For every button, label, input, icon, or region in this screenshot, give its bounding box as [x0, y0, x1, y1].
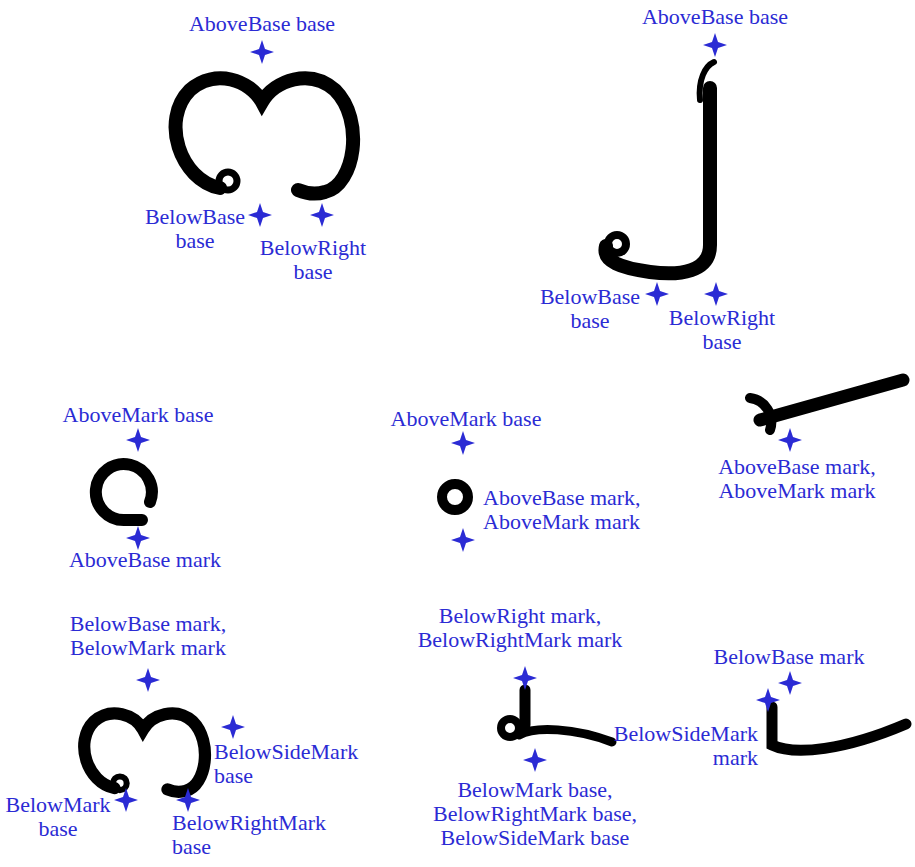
mark-glyph — [750, 380, 903, 430]
base-glyph — [605, 62, 714, 273]
anchor-label: BelowRight base — [662, 306, 782, 354]
anchor-star — [248, 203, 272, 227]
anchor-star — [136, 668, 160, 692]
anchor-star — [523, 748, 547, 772]
anchor-star — [176, 788, 200, 812]
anchor-label: BelowRightMark base — [172, 811, 337, 859]
anchor-label: BelowBase base — [533, 285, 648, 333]
mark-glyph — [96, 464, 152, 520]
mark-glyph — [84, 713, 205, 791]
anchor-label: AboveBase mark, AboveMark mark — [483, 486, 658, 534]
anchor-label: BelowMark base — [4, 793, 112, 841]
anchor-label: AboveBase mark — [45, 548, 245, 572]
anchor-label: AboveMark base — [366, 407, 566, 431]
anchor-label: BelowBase mark — [689, 645, 889, 669]
anchor-star — [778, 671, 802, 695]
anchor-label: AboveMark base — [38, 403, 238, 427]
anchor-star — [114, 788, 138, 812]
anchor-star — [704, 282, 728, 306]
anchor-star — [451, 431, 475, 455]
anchor-star — [221, 715, 245, 739]
anchor-label: AboveBase base — [615, 5, 815, 29]
anchor-star — [513, 666, 537, 690]
anchor-label: BelowRight mark, BelowRightMark mark — [408, 604, 633, 652]
anchor-label: BelowBase mark, BelowMark mark — [58, 612, 238, 660]
anchor-label: AboveBase base — [162, 12, 362, 36]
anchor-label: BelowMark base, BelowRightMark base, Bel… — [428, 778, 643, 851]
anchor-star — [126, 428, 150, 452]
anchor-label: BelowRight base — [253, 236, 373, 284]
anchor-label: BelowSideMark mark — [610, 722, 758, 770]
anchor-star — [451, 528, 475, 552]
anchor-star — [250, 40, 274, 64]
anchor-label: AboveBase mark, AboveMark mark — [710, 455, 885, 503]
mark-glyph — [501, 690, 612, 742]
anchor-label: BelowSideMark base — [214, 740, 374, 788]
mark-glyph — [442, 484, 468, 510]
anchor-star — [126, 526, 150, 550]
anchor-star — [310, 203, 334, 227]
anchor-star — [645, 282, 669, 306]
anchor-label: BelowBase base — [138, 205, 253, 253]
anchor-star — [756, 688, 780, 712]
anchor-star — [703, 33, 727, 57]
mark-glyph — [772, 707, 906, 750]
anchor-star — [778, 428, 802, 452]
base-glyph — [176, 78, 354, 193]
